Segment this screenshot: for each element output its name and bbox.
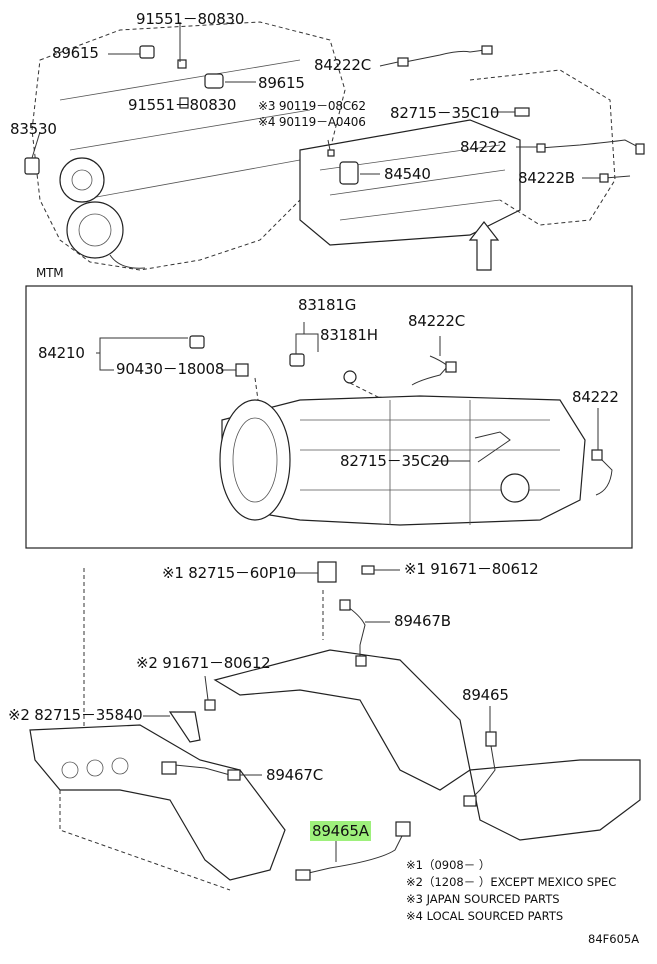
label-84540[interactable]: 84540	[384, 165, 431, 183]
highlighted-part-number: 89465A	[310, 821, 371, 841]
label-82715-35840[interactable]: ※2 82715－35840	[8, 706, 143, 724]
transmission-drawing	[96, 322, 613, 526]
label-89615-left[interactable]: 89615	[52, 44, 99, 62]
label-91551-80830-top[interactable]: 91551－80830	[136, 10, 245, 28]
label-82715-60p10[interactable]: ※1 82715－60P10	[162, 564, 297, 582]
transmission-box	[25, 285, 633, 549]
label-90430-18008[interactable]: 90430－18008	[116, 360, 225, 378]
label-83181g[interactable]: 83181G	[298, 296, 357, 314]
label-83181h[interactable]: 83181H	[320, 326, 378, 344]
label-82715-35c10[interactable]: 82715－35C10	[390, 104, 500, 122]
note-3: ※3 JAPAN SOURCED PARTS	[406, 892, 560, 906]
label-mtm: MTM	[36, 266, 64, 280]
engine-assembly-drawing	[24, 21, 645, 271]
label-91671-80612-a[interactable]: ※1 91671－80612	[404, 560, 539, 578]
note-4: ※4 LOCAL SOURCED PARTS	[406, 909, 564, 923]
exhaust-drawing	[29, 561, 641, 891]
label-90119-08c62[interactable]: ※3 90119－08C62	[258, 99, 366, 113]
label-91551-80830-bottom[interactable]: 91551－80830	[128, 96, 237, 114]
label-89615-right[interactable]: 89615	[258, 74, 305, 92]
label-89465[interactable]: 89465	[462, 686, 509, 704]
label-84222b[interactable]: 84222B	[518, 169, 575, 187]
label-91671-80612-b[interactable]: ※2 91671－80612	[136, 654, 271, 672]
label-83530[interactable]: 83530	[10, 120, 57, 138]
label-89465a[interactable]: 89465A	[310, 821, 371, 841]
label-90119-a0406[interactable]: ※4 90119－A0406	[258, 115, 366, 129]
figure-code: 84F605A	[588, 932, 640, 946]
label-89467b[interactable]: 89467B	[394, 612, 451, 630]
label-84210[interactable]: 84210	[38, 344, 85, 362]
label-84222c-top[interactable]: 84222C	[314, 56, 371, 74]
label-82715-35c20[interactable]: 82715－35C20	[340, 452, 450, 470]
note-1: ※1（0908－ ）	[406, 858, 491, 872]
label-84222c-mid[interactable]: 84222C	[408, 312, 465, 330]
label-89467c[interactable]: 89467C	[266, 766, 323, 784]
label-84222-mid[interactable]: 84222	[572, 388, 619, 406]
note-2: ※2（1208－ ）EXCEPT MEXICO SPEC	[406, 875, 617, 889]
label-84222-top[interactable]: 84222	[460, 138, 507, 156]
